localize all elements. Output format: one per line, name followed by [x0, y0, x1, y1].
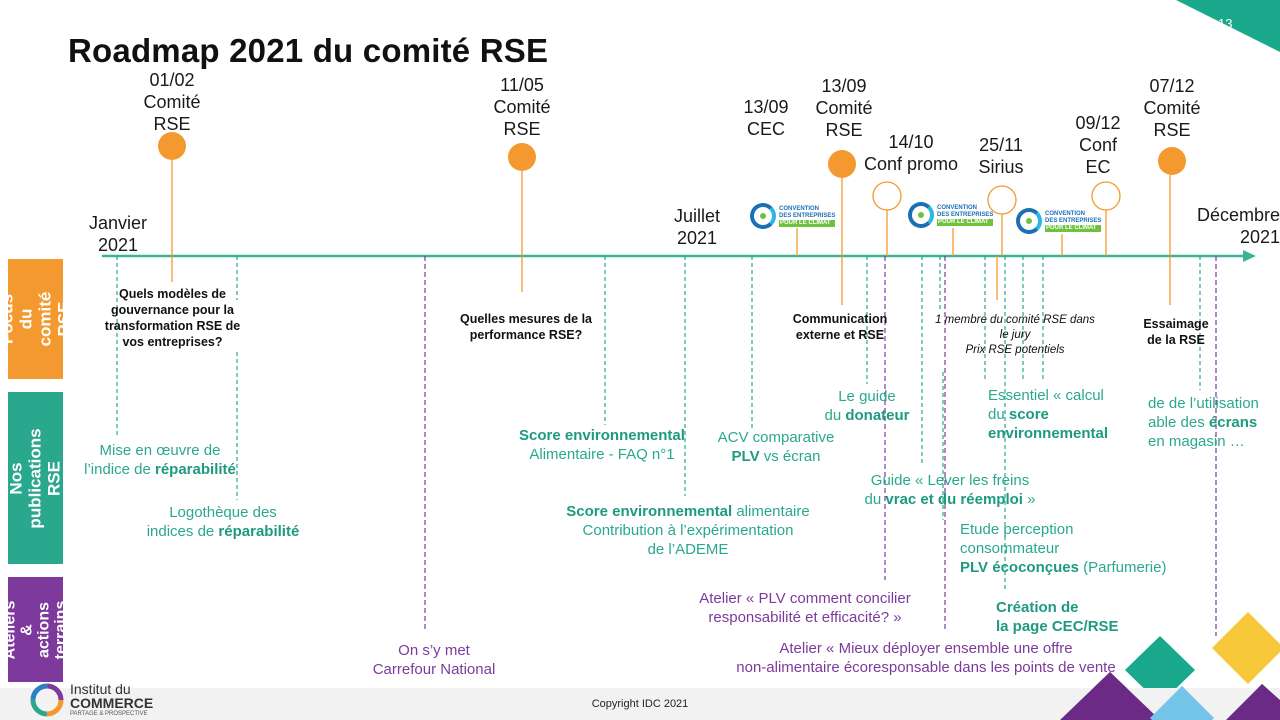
pub-etude-plv: Etude perception consommateur PLV écocon… [960, 521, 1167, 576]
timeline-end: Décembre 2021 [1196, 205, 1280, 247]
timeline-mid: Juillet 2021 [673, 206, 721, 248]
event-dot-e1 [158, 132, 186, 160]
pub-ecrans: de de l’utilisation able des écrans en m… [1148, 395, 1259, 450]
corner-triangle [1176, 0, 1280, 52]
page-title: Roadmap 2021 du comité RSE [68, 32, 549, 69]
event-dot-e4 [828, 150, 856, 178]
deco-diamond-yellow [1212, 612, 1280, 684]
idc-logo: Institut du COMMERCE PARTAGE & PROSPECTI… [30, 682, 153, 718]
pub-acv: ACV comparative PLV vs écran [717, 429, 835, 465]
copyright: Copyright IDC 2021 [591, 698, 689, 710]
deco-diamond-teal [1125, 636, 1195, 704]
event-dot-e2 [508, 143, 536, 171]
pub-guide-donateur: Le guide du donateur [824, 388, 910, 424]
timeline-arrow [1243, 250, 1256, 262]
atelier-offre: Atelier « Mieux déployer ensemble une of… [736, 640, 1116, 676]
event-ring-e6 [987, 185, 1017, 215]
cec-logo-icon [750, 203, 776, 229]
focus-q5: Essaimage de la RSE [1143, 317, 1209, 347]
band-focus: Focus du comité RSE [0, 259, 74, 379]
event-ring-e5 [872, 181, 902, 211]
pub-essentiel-score: Essentiel « calcul du score environnemen… [988, 387, 1109, 442]
footer-deco [1060, 672, 1280, 720]
band-publications: Nos publications RSE [7, 392, 64, 564]
cec-logo-icon [1016, 208, 1042, 234]
pub-page-cec: Création de la page CEC/RSE [996, 599, 1119, 635]
event-ring-e7 [1091, 181, 1121, 211]
pub-score-ademe: Score environnemental alimentaire Contri… [566, 503, 810, 558]
cec-logo-icon [908, 202, 934, 228]
band-ateliers: Ateliers & actions terrains [2, 577, 70, 682]
idc-logo-icon [30, 683, 64, 717]
pub-reparabilite: Mise en œuvre de l’indice de réparabilit… [84, 442, 236, 478]
focus-q2: Quelles mesures de la performance RSE? [459, 312, 592, 342]
focus-q3: Communication externe et RSE [792, 312, 888, 342]
focus-q1: Quels modèles de gouvernance pour la tra… [104, 287, 241, 349]
timeline-start: Janvier 2021 [88, 213, 148, 255]
pub-logotheque: Logothèque des indices de réparabilité [146, 504, 300, 540]
page-number: 13 [1218, 16, 1233, 31]
pub-score-faq: Score environnemental Alimentaire - FAQ … [519, 427, 685, 463]
pub-guide-vrac: Guide « Lever les freins du vrac et du r… [864, 472, 1036, 508]
event-dot-e8 [1158, 147, 1186, 175]
